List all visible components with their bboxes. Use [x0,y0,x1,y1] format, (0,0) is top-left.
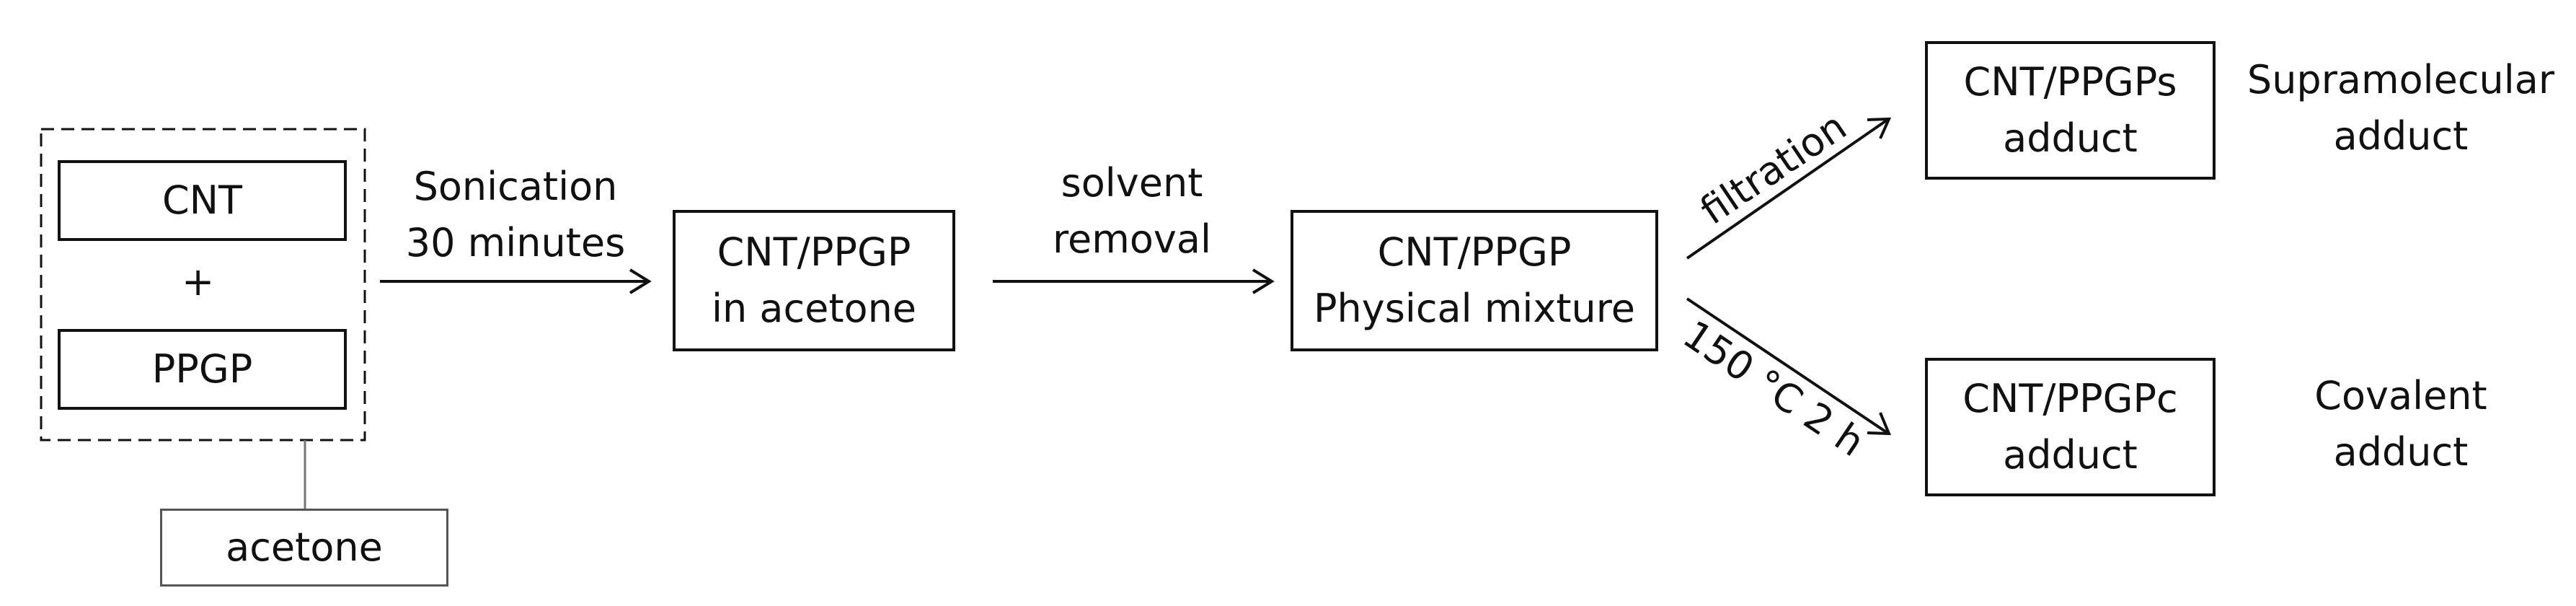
sonication-label: Sonication 30 minutes [405,164,626,265]
acetone-box: acetone [160,509,448,587]
physical-mixture-box: CNT/PPGP Physical mixture [1291,210,1658,351]
covalent-line2: adduct [2003,432,2138,478]
solvent-removal-label: solvent removal [1053,160,1211,262]
mixture-line2: Physical mixture [1313,286,1636,331]
supra-line1: CNT/PPGPs [1963,59,2177,105]
ppgp-label: PPGP [151,346,253,392]
supramolecular-adduct-box: CNT/PPGPs adduct [1925,41,2216,180]
ppgp-box: PPGP [58,329,347,410]
acetone-label: acetone [226,524,383,570]
covalent-adduct-box: CNT/PPGPc adduct [1925,358,2216,496]
sonication-arrow [380,268,652,294]
covalent-line1: CNT/PPGPc [1962,376,2178,421]
supra-line2: adduct [2003,115,2138,161]
reactants-group-border [40,128,366,442]
supramolecular-adduct-label: Supramolecular adduct [2247,57,2555,159]
mixture-line1: CNT/PPGP [1377,229,1572,275]
cnt-label: CNT [161,177,243,223]
dispersion-line1: CNT/PPGP [717,229,911,275]
dispersion-line2: in acetone [711,286,917,331]
solvent-removal-arrow [993,268,1275,294]
cnt-box: CNT [58,160,347,241]
heating-arrow [1686,297,1892,436]
filtration-arrow [1686,117,1892,260]
plus-sign: + [182,259,215,304]
covalent-adduct-label: Covalent adduct [2314,373,2487,475]
dispersion-box: CNT/PPGP in acetone [673,210,955,351]
